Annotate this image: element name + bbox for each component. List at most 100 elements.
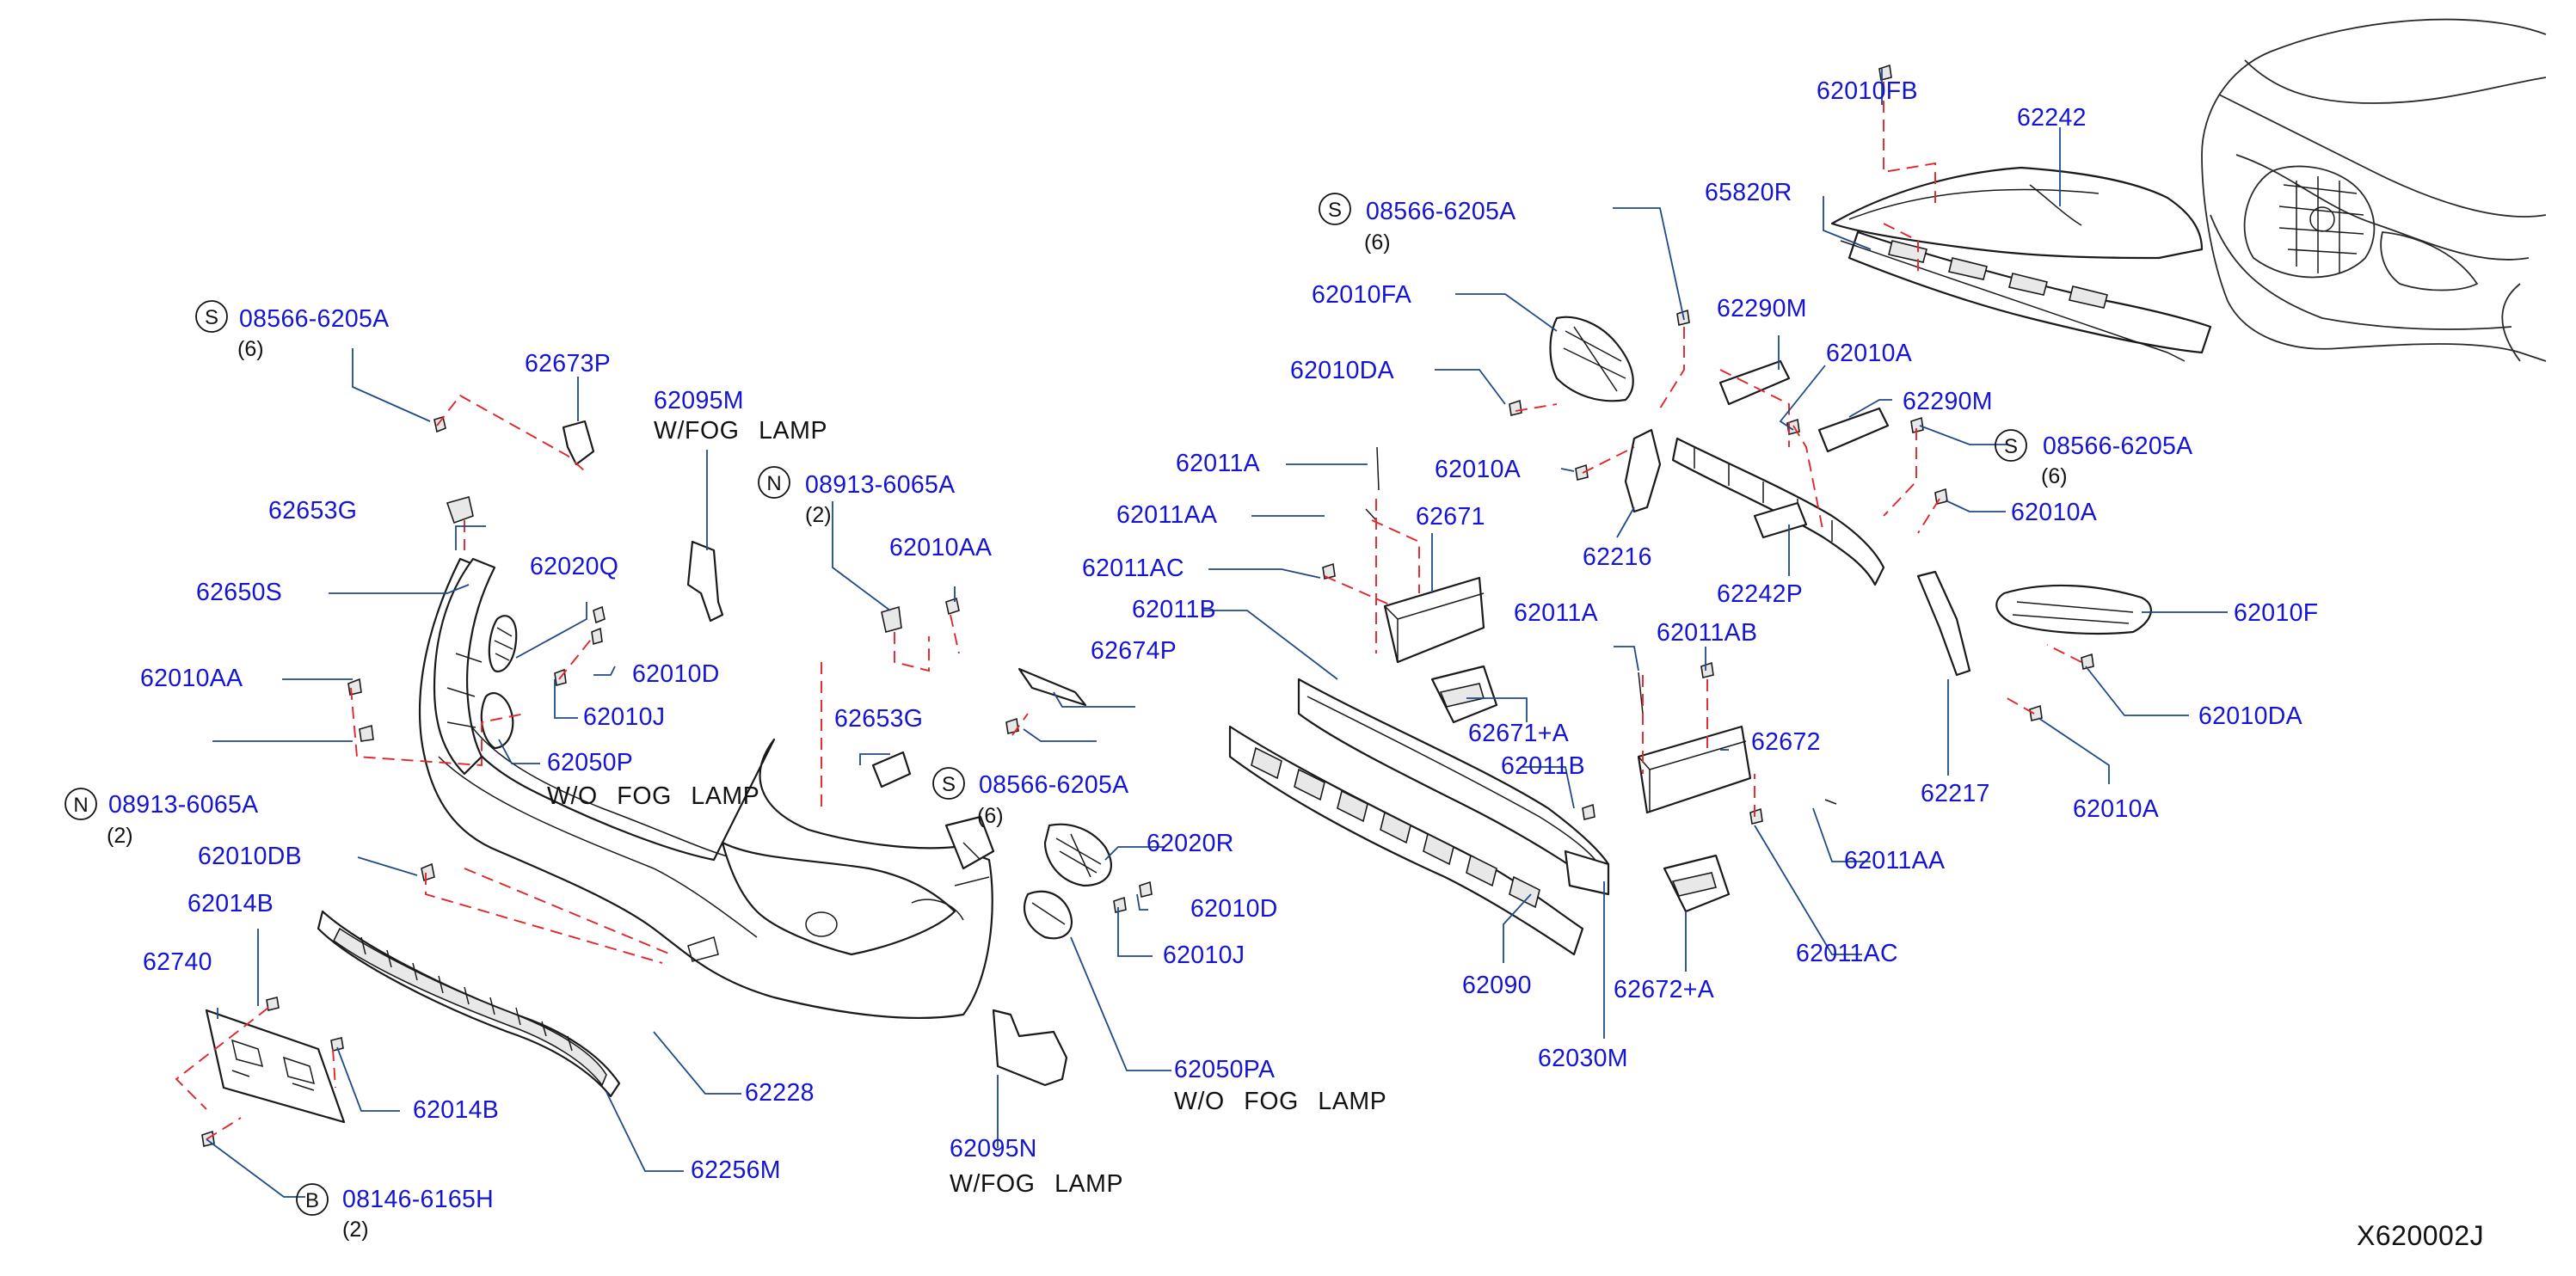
badge-letter: S — [205, 306, 218, 329]
license-plate-bracket — [205, 1009, 346, 1124]
part-label[interactable]: 62095M — [654, 387, 744, 414]
part-label[interactable]: 62011A — [1176, 450, 1260, 477]
part-label[interactable]: 08146-6165H — [342, 1186, 494, 1213]
part-label[interactable]: 62242P — [1717, 580, 1803, 608]
badge-letter: S — [2004, 435, 2018, 458]
part-label[interactable]: 62020Q — [530, 553, 618, 580]
part-label[interactable]: 62010A — [2073, 795, 2159, 823]
part-label[interactable]: 62011AB — [1657, 619, 1757, 647]
part-label[interactable]: 62010J — [1163, 942, 1245, 969]
lower-grille — [317, 910, 621, 1098]
part-label[interactable]: 62653G — [268, 497, 357, 525]
condition-note: W/O FOG LAMP — [1174, 1088, 1386, 1115]
part-label[interactable]: 62010DA — [2198, 702, 2302, 730]
part-label[interactable]: 62011AC — [1082, 555, 1184, 582]
badge-circle — [1995, 429, 2027, 462]
energy-absorber — [1228, 725, 1584, 956]
part-label[interactable]: 62242 — [2017, 104, 2087, 132]
part-label[interactable]: 62672 — [1751, 728, 1821, 756]
part-label[interactable]: 62011AA — [1844, 847, 1945, 874]
part-label[interactable]: 08913-6065A — [108, 791, 258, 819]
quantity-label: (6) — [2041, 464, 2068, 488]
quantity-label: (6) — [237, 337, 264, 361]
part-label[interactable]: 62010D — [632, 660, 720, 688]
part-label[interactable]: 08566-6205A — [979, 771, 1128, 799]
quantity-label: (6) — [1364, 230, 1391, 255]
condition-note: W/O FOG LAMP — [547, 782, 759, 810]
part-label[interactable]: 62290M — [1717, 295, 1807, 322]
part-label[interactable]: 62256M — [691, 1156, 781, 1184]
part-label[interactable]: 62650S — [196, 579, 282, 606]
part-label[interactable]: 62011AC — [1796, 940, 1898, 967]
part-label[interactable]: 62011B — [1132, 596, 1216, 623]
part-label[interactable]: 62671 — [1416, 503, 1485, 531]
part-label[interactable]: 62011A — [1514, 599, 1598, 627]
badge-letter: S — [942, 773, 956, 796]
part-label[interactable]: 62216 — [1583, 543, 1652, 571]
badge-circle — [932, 767, 965, 800]
part-label[interactable]: 62673P — [525, 350, 611, 377]
part-label[interactable]: 62674P — [1091, 637, 1177, 665]
part-label[interactable]: 62010J — [583, 703, 665, 731]
part-label[interactable]: 62010A — [2011, 499, 2097, 526]
part-label[interactable]: 08566-6205A — [239, 305, 389, 333]
fog-lamp-cover-left — [488, 615, 518, 673]
badge-letter: S — [1328, 199, 1342, 222]
part-label[interactable]: 62010A — [1435, 456, 1521, 483]
part-label[interactable]: 62672+A — [1614, 976, 1714, 1003]
part-label[interactable]: 62228 — [745, 1079, 815, 1107]
part-label[interactable]: 62010F — [2234, 599, 2318, 627]
part-label[interactable]: 62290M — [1903, 388, 1993, 415]
bumper-stay-brackets — [1383, 576, 1752, 913]
condition-note: W/FOG LAMP — [654, 417, 827, 445]
part-label[interactable]: 62653G — [834, 705, 923, 733]
badge-circle — [296, 1183, 329, 1216]
part-label[interactable]: 62010DA — [1290, 357, 1394, 384]
part-label[interactable]: 62014B — [413, 1096, 499, 1124]
badge-letter: B — [305, 1189, 319, 1212]
part-label[interactable]: 62010FB — [1817, 77, 1918, 105]
part-label[interactable]: 62010FA — [1312, 281, 1411, 309]
part-label[interactable]: 62050PA — [1174, 1056, 1275, 1083]
fog-lamp-brackets — [480, 540, 1073, 1087]
bumper-fascia — [418, 557, 995, 1020]
fascia-side-panel — [433, 557, 496, 776]
part-label[interactable]: 62011B — [1501, 752, 1585, 780]
part-label[interactable]: 08566-6205A — [2043, 432, 2192, 460]
part-label[interactable]: 62030M — [1538, 1045, 1628, 1072]
part-label[interactable]: 62050P — [547, 749, 633, 776]
part-label[interactable]: 62010A — [1826, 340, 1912, 367]
assembly-dashed-lines — [175, 82, 2082, 1140]
part-label[interactable]: 65820R — [1705, 179, 1792, 206]
part-label[interactable]: 62014B — [188, 890, 274, 917]
badge-circle — [758, 466, 790, 499]
part-label[interactable]: 62217 — [1921, 780, 1990, 807]
part-label[interactable]: 62010D — [1190, 895, 1278, 923]
part-label[interactable]: 62010DB — [198, 843, 302, 870]
quantity-label: (2) — [107, 824, 133, 848]
badge-circle — [65, 788, 97, 820]
part-label[interactable]: 62011AA — [1116, 501, 1217, 529]
part-label[interactable]: 62010AA — [140, 665, 243, 692]
quantity-label: (2) — [342, 1218, 369, 1242]
part-label[interactable]: 62020R — [1147, 830, 1234, 857]
quantity-label: (6) — [977, 804, 1004, 828]
part-label[interactable]: 62740 — [143, 948, 212, 976]
part-label[interactable]: 62095N — [950, 1135, 1037, 1163]
part-number-labels: 08566-6205A (6) 62673P 62095M W/FOG LAMP… — [107, 77, 2318, 1242]
leader-lines — [206, 69, 2228, 1198]
badge-letter: N — [73, 794, 88, 817]
part-label[interactable]: 62010AA — [889, 534, 992, 561]
badge-circle — [1319, 193, 1351, 225]
part-label[interactable]: 62090 — [1462, 972, 1532, 999]
part-label[interactable]: 08913-6065A — [805, 471, 955, 499]
vehicle-front-illustration — [2201, 18, 2547, 362]
upper-covers — [1830, 166, 2212, 362]
circled-badges: S N N B S S S — [65, 193, 2027, 1216]
quantity-label: (2) — [805, 503, 832, 527]
part-label[interactable]: 62671+A — [1468, 720, 1569, 747]
diagram-id: X620002J — [2357, 1220, 2484, 1251]
part-label[interactable]: 08566-6205A — [1366, 198, 1515, 225]
